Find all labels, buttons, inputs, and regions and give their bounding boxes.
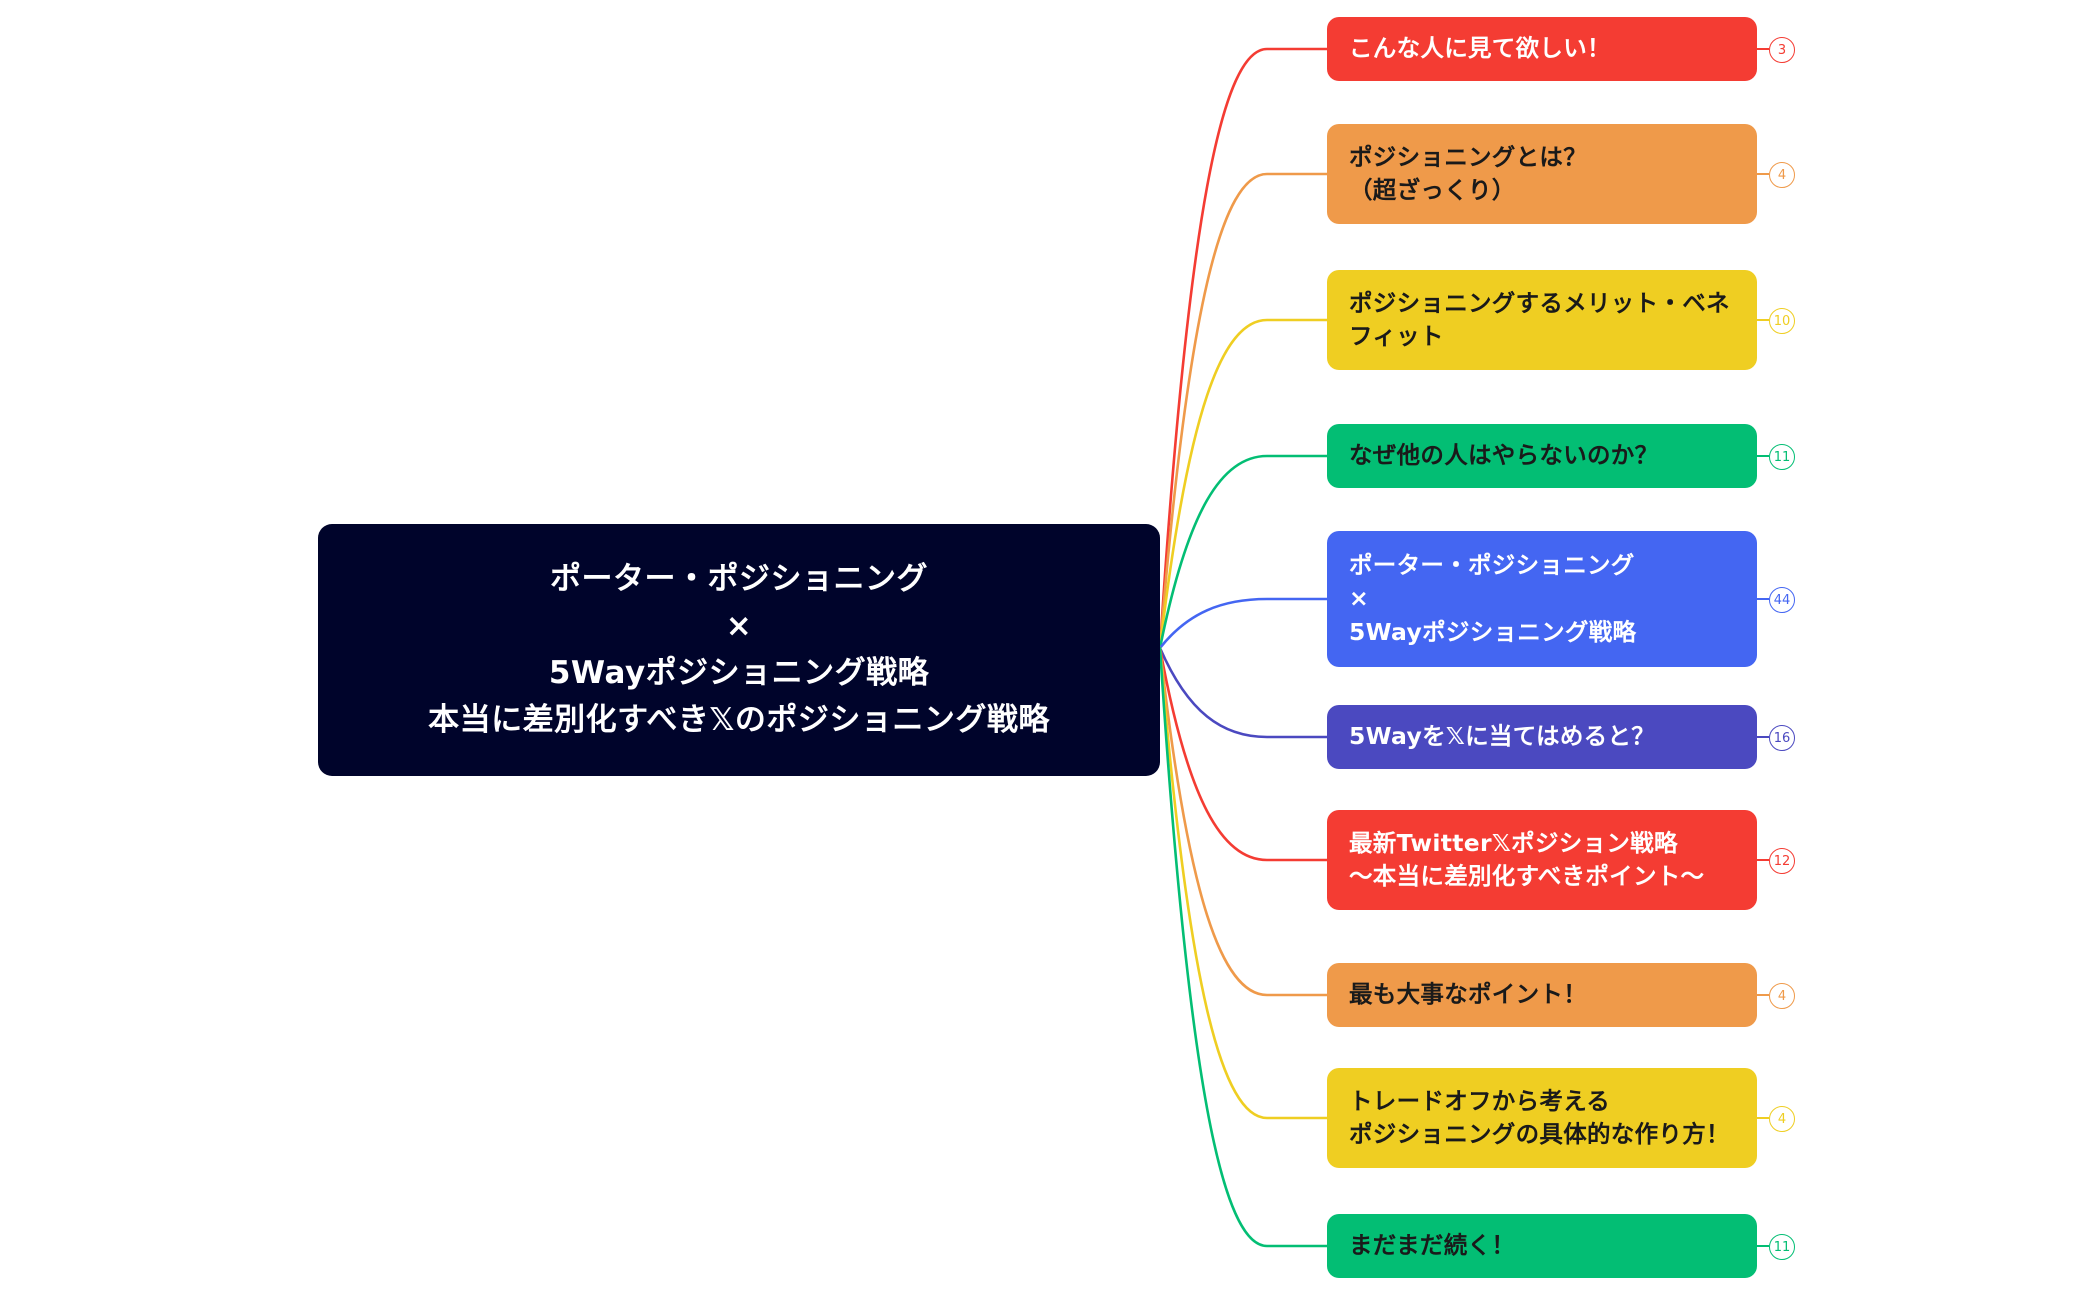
branch-naze-hoka-no-hito[interactable]: なぜ他の人はやらないのか？ <box>1327 424 1757 488</box>
branch-node-line: （超ざっくり） <box>1349 176 1516 204</box>
edge-to-branch-porter-x-5way <box>1158 597 1329 650</box>
branch-node-line: ポジショニングの具体的な作り方！ <box>1349 1120 1730 1148</box>
child-count-badge[interactable]: 16 <box>1769 725 1795 751</box>
branch-node-line: 5Wayを𝕏に当てはめると？ <box>1349 722 1656 751</box>
branch-node-line: ポジショニングとは？ <box>1349 142 1587 171</box>
central-topic-line: 5Wayポジショニング戦略 <box>548 655 930 691</box>
edge-to-branch-tradeoff-kara-kangaeru <box>1158 646 1329 1120</box>
child-count-badge[interactable]: 12 <box>1769 848 1795 874</box>
badge-connector <box>1757 859 1769 861</box>
branch-porter-x-5way[interactable]: ポーター・ポジショニング × 5Wayポジショニング戦略 <box>1327 531 1757 667</box>
branch-positioning-toha[interactable]: ポジショニングとは？ （超ざっくり） <box>1327 124 1757 224</box>
child-count-badge[interactable]: 11 <box>1769 444 1795 470</box>
branch-node-line: まだまだ続く！ <box>1349 1231 1516 1260</box>
central-topic-line: ポーター・ポジショニング <box>550 560 928 597</box>
branch-node-line: × <box>1349 584 1369 613</box>
branch-saishin-twitter-x-position[interactable]: 最新Twitter𝕏ポジション戦略 ～本当に差別化すべきポイント～ <box>1327 810 1757 910</box>
badge-connector <box>1757 173 1769 175</box>
branch-node-line: フィット <box>1349 322 1444 350</box>
branch-node-line: なぜ他の人はやらないのか？ <box>1349 441 1659 470</box>
badge-connector <box>1757 1117 1769 1119</box>
edge-to-branch-positioning-merit-benefit <box>1158 318 1329 650</box>
central-topic-node[interactable]: ポーター・ポジショニング × 5Wayポジショニング戦略本当に差別化すべき𝕏のポジシ… <box>318 524 1160 776</box>
badge-connector <box>1757 1245 1769 1247</box>
badge-connector <box>1757 455 1769 457</box>
branch-5way-wo-x-ni[interactable]: 5Wayを𝕏に当てはめると？ <box>1327 705 1757 769</box>
badge-connector <box>1757 319 1769 321</box>
child-count-badge[interactable]: 44 <box>1769 587 1795 613</box>
edge-to-branch-konna-hito-ni-mite-hoshii <box>1158 47 1329 650</box>
branch-positioning-merit-benefit[interactable]: ポジショニングするメリット・ベネフィット <box>1327 270 1757 370</box>
central-topic-line: 本当に差別化すべき𝕏のポジショニング戦略 <box>428 702 1050 739</box>
branch-node-line: こんな人に見て欲しい！ <box>1349 34 1611 63</box>
branch-konna-hito-ni-mite-hoshii[interactable]: こんな人に見て欲しい！ <box>1327 17 1757 81</box>
edge-to-branch-positioning-toha <box>1158 172 1329 650</box>
branch-node-line: 5Wayポジショニング戦略 <box>1349 617 1637 646</box>
branch-node-line: ポジショニングするメリット・ベネ <box>1349 288 1730 317</box>
edge-to-branch-5way-wo-x-ni <box>1158 646 1329 739</box>
edge-to-branch-naze-hoka-no-hito <box>1158 454 1329 650</box>
badge-connector <box>1757 48 1769 50</box>
edge-to-branch-madamada-tsuzuku <box>1158 646 1329 1248</box>
branch-tradeoff-kara-kangaeru[interactable]: トレードオフから考えるポジショニングの具体的な作り方！ <box>1327 1068 1757 1168</box>
child-count-badge[interactable]: 4 <box>1769 1106 1795 1132</box>
badge-connector <box>1757 994 1769 996</box>
edge-to-branch-mottomo-daiji-na-point <box>1158 646 1329 997</box>
child-count-badge[interactable]: 4 <box>1769 983 1795 1009</box>
branch-node-line: 最も大事なポイント！ <box>1349 980 1587 1009</box>
edge-to-branch-saishin-twitter-x-position <box>1158 646 1329 862</box>
child-count-badge[interactable]: 11 <box>1769 1234 1795 1260</box>
child-count-badge[interactable]: 4 <box>1769 162 1795 188</box>
child-count-badge[interactable]: 10 <box>1769 308 1795 334</box>
badge-connector <box>1757 598 1769 600</box>
central-topic-line: × <box>725 607 753 644</box>
badge-connector <box>1757 736 1769 738</box>
branch-node-line: 最新Twitter𝕏ポジション戦略 <box>1349 828 1678 857</box>
child-count-badge[interactable]: 3 <box>1769 37 1795 63</box>
branch-node-line: ～本当に差別化すべきポイント～ <box>1349 862 1705 890</box>
branch-node-line: トレードオフから考える <box>1349 1086 1611 1115</box>
branch-node-line: ポーター・ポジショニング <box>1349 550 1635 579</box>
branch-mottomo-daiji-na-point[interactable]: 最も大事なポイント！ <box>1327 963 1757 1027</box>
branch-madamada-tsuzuku[interactable]: まだまだ続く！ <box>1327 1214 1757 1278</box>
